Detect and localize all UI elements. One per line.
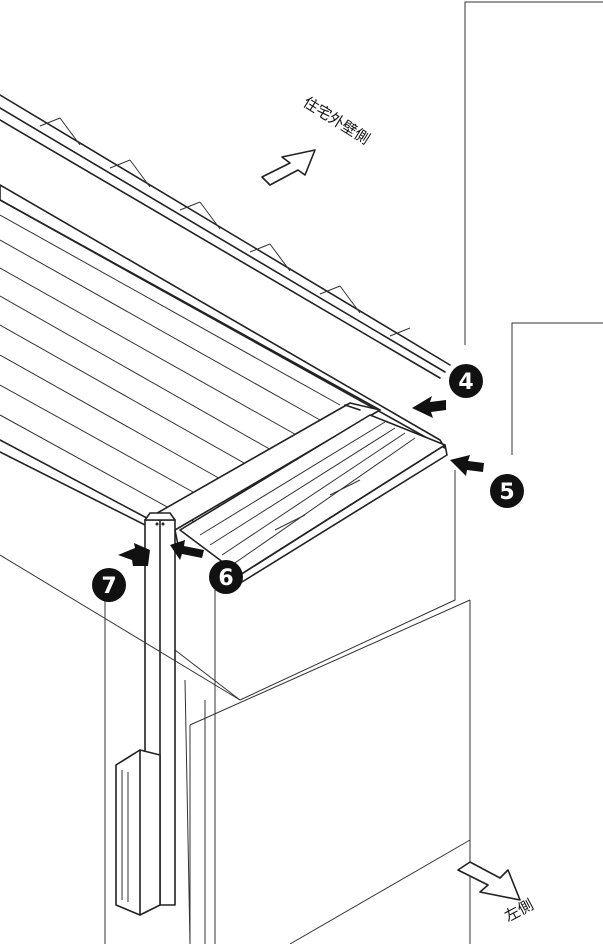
callout-5-arrow-icon [450, 455, 484, 476]
detail-frame-right [511, 322, 603, 455]
reference-lines [0, 470, 471, 944]
callout-4-number: 4 [458, 370, 473, 395]
left-side-label: 左側 [501, 896, 536, 926]
house-wall-direction-arrow [261, 149, 316, 186]
callout-4-arrow-icon [412, 396, 446, 418]
post-base [115, 749, 161, 916]
callout-7-number: 7 [101, 574, 116, 599]
callout-7: 7 [92, 543, 150, 602]
callout-5-number: 5 [499, 480, 514, 505]
roof-panels [0, 184, 446, 531]
callout-6-number: 6 [218, 566, 233, 591]
callout-6: 6 [170, 540, 243, 594]
callout-4: 4 [412, 364, 483, 418]
side-panel-section [179, 414, 448, 583]
left-side-direction-arrow [457, 861, 521, 901]
callout-5: 5 [450, 455, 524, 508]
callout-6-arrow-icon [170, 540, 204, 560]
callout-7-arrow-icon [118, 543, 150, 566]
rear-beam [0, 94, 451, 379]
detail-frame-top [464, 1, 603, 345]
house-wall-side-label: 住宅外壁側 [300, 93, 373, 148]
